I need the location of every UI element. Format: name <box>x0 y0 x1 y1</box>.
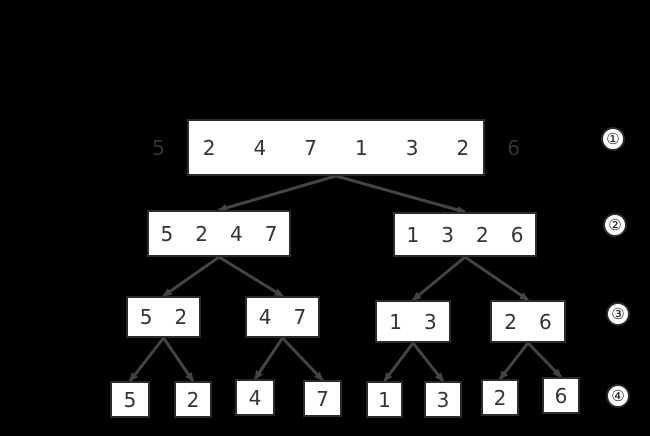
node-value: 1 <box>406 222 420 247</box>
node-value: 4 <box>253 135 267 160</box>
node-value: 2 <box>456 135 470 160</box>
node-value: 4 <box>230 221 243 246</box>
tree-node-level4-8: 6 <box>542 377 580 414</box>
node-value: 2 <box>476 222 489 247</box>
node-value: 3 <box>424 309 437 334</box>
tree-node-level4-6: 3 <box>424 381 462 418</box>
node-value: 6 <box>507 135 520 160</box>
edge-arrow-n-r-to-n-rr <box>464 255 529 302</box>
tree-node-level4-1: 5 <box>110 381 150 418</box>
node-value: 2 <box>504 309 517 334</box>
node-value: 5 <box>123 387 137 412</box>
node-value: 2 <box>186 387 200 412</box>
edge-arrow-n-ll-to-n-lll <box>128 337 165 382</box>
node-value: 4 <box>258 305 272 329</box>
node-value: 3 <box>405 135 419 160</box>
edge-arrow-n-lr-to-n-lrr <box>281 336 324 382</box>
node-value: 7 <box>293 305 307 329</box>
node-value: 2 <box>195 221 208 246</box>
tree-node-level4-2: 2 <box>174 381 212 418</box>
node-value: 7 <box>316 386 329 411</box>
node-value: 6 <box>510 222 524 247</box>
node-value: 6 <box>554 383 568 408</box>
node-value: 4 <box>248 385 262 410</box>
edge-arrow-n-lr-to-n-lrl <box>253 337 284 380</box>
edge-arrow-n-root-to-n-l <box>218 174 337 212</box>
edge-arrow-n-rr-to-n-rrr <box>526 341 563 379</box>
node-value: 6 <box>539 309 552 334</box>
node-value: 2 <box>493 385 507 410</box>
edge-arrow-n-r-to-n-rl <box>412 255 466 302</box>
node-value: 7 <box>304 135 317 160</box>
node-value: 5 <box>160 221 174 246</box>
edge-arrow-n-l-to-n-ll <box>162 255 220 298</box>
tree-node-level4-4: 7 <box>303 380 342 417</box>
node-value: 1 <box>355 135 368 160</box>
edge-arrow-n-ll-to-n-llr <box>162 337 195 382</box>
node-value: 2 <box>174 305 188 329</box>
level-label-3: ③ <box>606 302 630 326</box>
tree-node-level1-root: 5 2 4 7 1 3 2 6 <box>152 119 520 176</box>
node-value: 7 <box>264 221 278 246</box>
node-value: 1 <box>378 387 391 412</box>
level-label-4: ④ <box>606 384 630 408</box>
edge-arrow-n-rr-to-n-rrl <box>498 342 530 380</box>
edge-arrow-n-root-to-n-r <box>335 174 466 214</box>
node-value: 2 <box>202 135 216 160</box>
tree-node-level4-7: 2 <box>481 379 519 416</box>
level-label-2: ② <box>603 213 627 237</box>
node-value: 5 <box>139 305 153 329</box>
edge-arrow-n-rl-to-n-rll <box>383 342 415 382</box>
level-label-1: ① <box>601 127 625 151</box>
node-value: 5 <box>152 135 165 160</box>
edge-arrow-n-rl-to-n-rlr <box>411 342 445 382</box>
edge-arrow-n-l-to-n-lr <box>218 255 284 298</box>
tree-node-level4-5: 1 <box>366 381 403 418</box>
node-value: 3 <box>441 222 454 247</box>
tree-node-level4-3: 4 <box>235 379 275 416</box>
node-value: 3 <box>436 387 450 412</box>
node-value: 1 <box>389 309 402 334</box>
